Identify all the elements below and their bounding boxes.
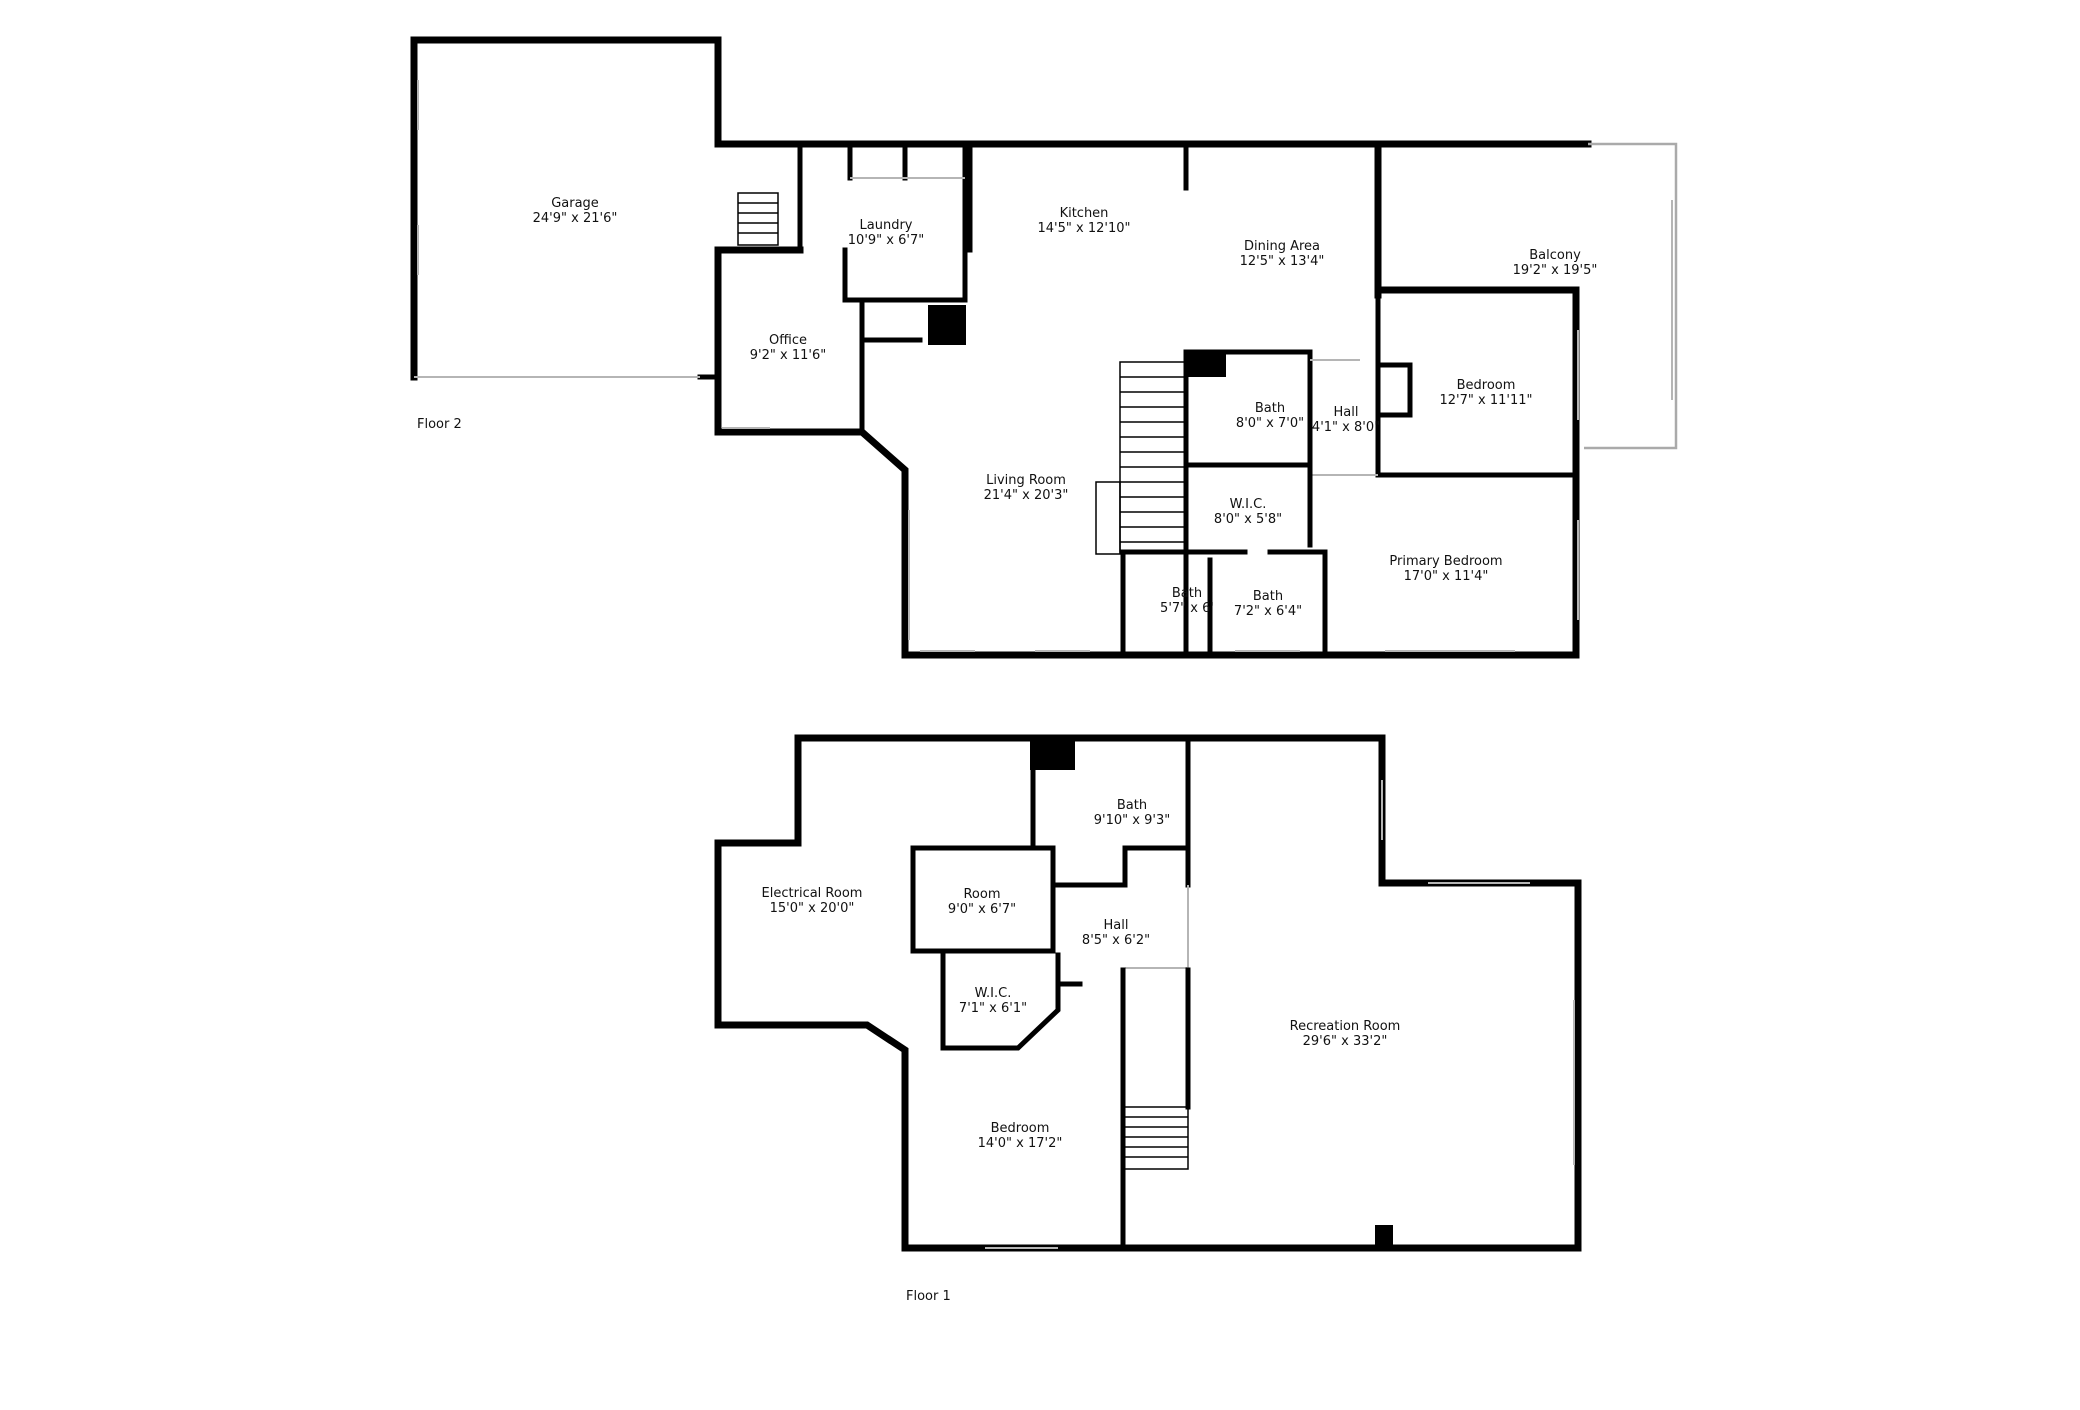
room-dims-bath-small: 5'7" x 6' — [1160, 601, 1214, 616]
fireplace — [1095, 481, 1121, 555]
room-dims-electrical-room: 15'0" x 20'0" — [770, 901, 855, 916]
floor-2-label: Floor 2 — [417, 417, 462, 432]
room-name-electrical-room: Electrical Room — [762, 886, 863, 901]
room-name-dining-area: Dining Area — [1244, 239, 1320, 254]
room-dims-recreation-room: 29'6" x 33'2" — [1303, 1034, 1388, 1049]
room-name-office: Office — [769, 333, 807, 348]
room-dims-bath-upper: 8'0" x 7'0" — [1236, 416, 1304, 431]
room-name-hall-floor-1: Hall — [1104, 918, 1129, 933]
room-dims-laundry: 10'9" x 6'7" — [848, 233, 924, 248]
room-dims-hall-floor-2: 4'1" x 8'0" — [1312, 420, 1380, 435]
room-dims-bedroom-floor-1: 14'0" x 17'2" — [978, 1136, 1063, 1151]
floor-1-plan — [714, 734, 1582, 1252]
room-name-hall-floor-2: Hall — [1334, 405, 1359, 420]
room-dims-garage: 24'9" x 21'6" — [533, 211, 618, 226]
room-dims-living-room: 21'4" x 20'3" — [984, 488, 1069, 503]
room-name-wic-floor-1: W.I.C. — [975, 986, 1012, 1001]
room-dims-bath-primary: 7'2" x 6'4" — [1234, 604, 1302, 619]
room-dims-hall-floor-1: 8'5" x 6'2" — [1082, 933, 1150, 948]
room-name-laundry: Laundry — [860, 218, 913, 233]
room-dims-bedroom-floor-2: 12'7" x 11'11" — [1440, 393, 1533, 408]
room-dims-wic-floor-1: 7'1" x 6'1" — [959, 1001, 1027, 1016]
room-name-bath-upper: Bath — [1255, 401, 1285, 416]
interior-stairs-floor-1 — [1122, 967, 1191, 1170]
room-dims-dining-area: 12'5" x 13'4" — [1240, 254, 1325, 269]
room-name-garage: Garage — [551, 196, 599, 211]
garage-steps — [737, 192, 779, 246]
room-name-bath-floor-1: Bath — [1117, 798, 1147, 813]
room-name-bedroom-floor-2: Bedroom — [1457, 378, 1516, 393]
room-dims-bath-floor-1: 9'10" x 9'3" — [1094, 813, 1170, 828]
room-name-recreation-room: Recreation Room — [1290, 1019, 1401, 1034]
room-name-room: Room — [963, 887, 1000, 902]
room-name-bath-small: Bath — [1172, 586, 1202, 601]
room-name-bath-primary: Bath — [1253, 589, 1283, 604]
room-dims-wic-floor-2: 8'0" x 5'8" — [1214, 512, 1282, 527]
room-dims-balcony: 19'2" x 19'5" — [1513, 263, 1598, 278]
floor-2-plan — [410, 36, 1678, 659]
interior-stairs-floor-2 — [1119, 361, 1187, 553]
room-name-primary-bedroom: Primary Bedroom — [1389, 554, 1502, 569]
room-name-kitchen: Kitchen — [1060, 206, 1109, 221]
room-dims-office: 9'2" x 11'6" — [750, 348, 826, 363]
room-dims-kitchen: 14'5" x 12'10" — [1038, 221, 1131, 236]
room-dims-primary-bedroom: 17'0" x 11'4" — [1404, 569, 1489, 584]
room-name-living-room: Living Room — [986, 473, 1066, 488]
room-name-wic-floor-2: W.I.C. — [1230, 497, 1267, 512]
room-dims-room: 9'0" x 6'7" — [948, 902, 1016, 917]
floor-1-label: Floor 1 — [906, 1289, 951, 1304]
room-name-bedroom-floor-1: Bedroom — [991, 1121, 1050, 1136]
room-name-balcony: Balcony — [1529, 248, 1581, 263]
